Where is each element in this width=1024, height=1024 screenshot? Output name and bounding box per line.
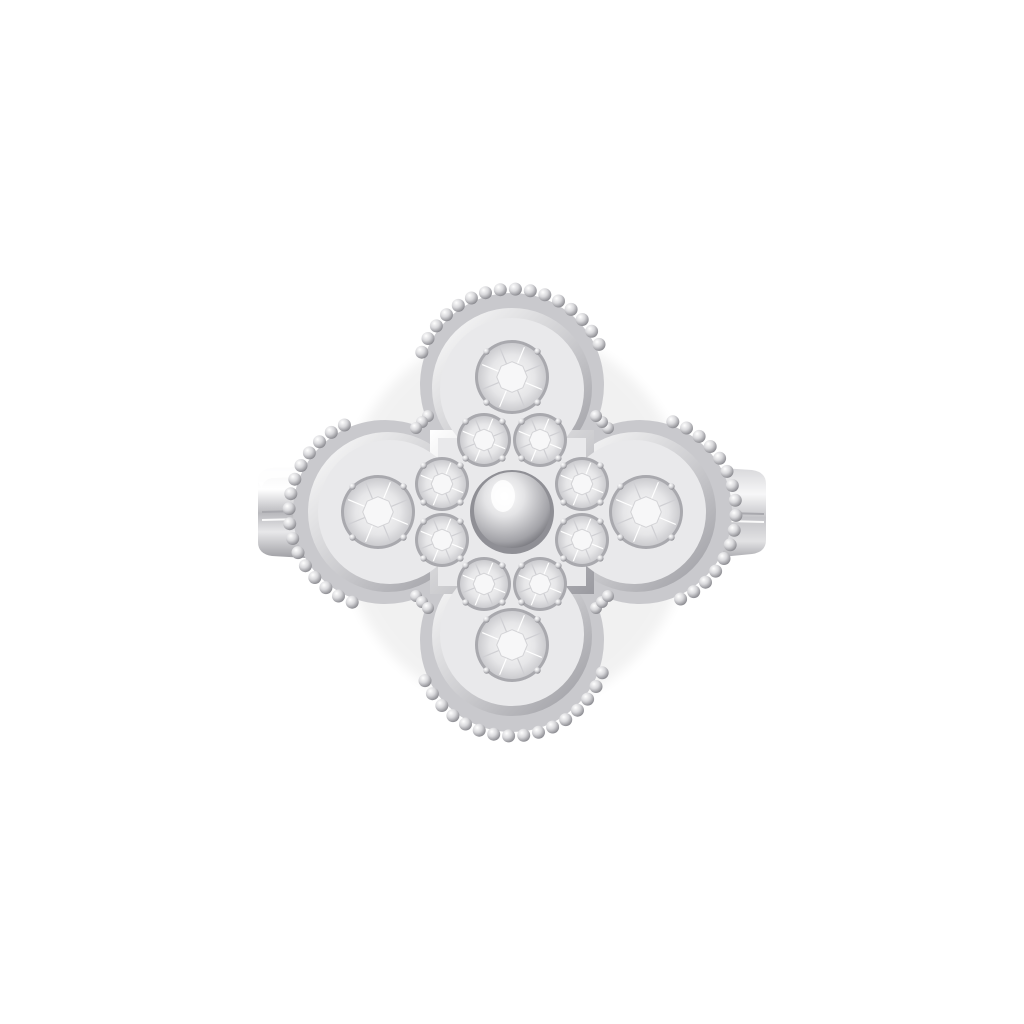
rim-bead — [479, 286, 492, 300]
diamond-stone — [513, 413, 567, 467]
rim-bead — [517, 728, 531, 742]
rim-bead — [302, 446, 316, 460]
rim-bead — [699, 575, 712, 589]
center-bead — [470, 470, 554, 554]
rim-bead — [725, 479, 739, 492]
rim-bead — [493, 283, 507, 297]
rim-bead — [538, 288, 552, 302]
rim-bead — [571, 703, 584, 717]
diamond-pave — [341, 340, 683, 682]
rim-bead — [692, 429, 706, 443]
rim-bead — [674, 592, 688, 606]
rim-bead — [464, 291, 478, 305]
rim-bead — [720, 464, 734, 478]
rim-bead — [291, 546, 305, 560]
rim-bead — [508, 282, 522, 296]
rim-bead — [564, 302, 578, 316]
rim-bead — [502, 729, 516, 743]
rim-bead — [546, 720, 560, 734]
rim-bead — [687, 585, 701, 599]
rim-bead — [592, 337, 606, 351]
diamond-stone — [457, 557, 511, 611]
diamond-stone — [341, 475, 415, 549]
rim-bead — [589, 680, 603, 693]
rim-bead — [282, 502, 296, 516]
rim-bead — [585, 324, 599, 338]
rim-bead — [728, 493, 742, 507]
diamond-stone — [555, 457, 609, 511]
beaded-rim — [282, 282, 743, 743]
rim-bead — [472, 723, 486, 737]
rim-bead — [440, 308, 453, 322]
diamond-stone — [415, 513, 469, 567]
rim-bead — [713, 451, 727, 465]
rim-bead — [313, 435, 326, 449]
rim-bead — [595, 666, 609, 680]
rim-bead — [418, 674, 432, 688]
rim-bead — [415, 345, 429, 359]
diamond-stone — [415, 457, 469, 511]
rim-bead — [337, 418, 351, 432]
diamond-stone — [457, 413, 511, 467]
rim-bead — [523, 284, 537, 298]
rim-bead — [459, 717, 472, 731]
rim-bead — [703, 440, 717, 453]
rim-bead — [446, 709, 460, 723]
rim-bead — [345, 595, 359, 609]
diamond-stone — [475, 608, 549, 682]
rim-bead — [727, 523, 741, 537]
rim-bead — [429, 319, 443, 333]
diamond-stone — [475, 340, 549, 414]
rim-bead — [680, 421, 693, 435]
diamond-stone — [555, 513, 609, 567]
rim-bead — [283, 517, 297, 531]
rim-bead — [410, 422, 422, 434]
rim-bead — [666, 415, 680, 429]
rim-bead — [324, 425, 338, 439]
diamond-stone — [609, 475, 683, 549]
rim-bead — [717, 552, 731, 565]
rim-bead — [709, 564, 723, 578]
rim-bead — [294, 459, 308, 472]
rim-bead — [532, 725, 545, 739]
rim-bead — [288, 472, 302, 486]
rim-bead — [298, 559, 312, 573]
rim-bead — [575, 313, 589, 326]
rim-bead — [332, 589, 345, 603]
rim-bead — [286, 532, 300, 545]
rim-bead — [552, 294, 565, 308]
rim-bead — [319, 581, 333, 595]
rim-bead — [421, 332, 435, 345]
rim-bead — [581, 692, 595, 706]
rim-bead — [487, 727, 501, 741]
rim-bead — [308, 571, 322, 584]
rim-bead — [425, 687, 439, 701]
diamond-stone — [513, 557, 567, 611]
rim-bead — [435, 699, 449, 712]
rim-bead — [590, 410, 602, 422]
rim-bead — [559, 713, 573, 727]
rim-bead — [729, 508, 743, 522]
rim-bead — [284, 487, 298, 501]
rim-bead — [451, 298, 465, 312]
rim-bead — [723, 538, 737, 552]
rim-bead — [602, 590, 614, 602]
rim-bead — [422, 602, 434, 614]
